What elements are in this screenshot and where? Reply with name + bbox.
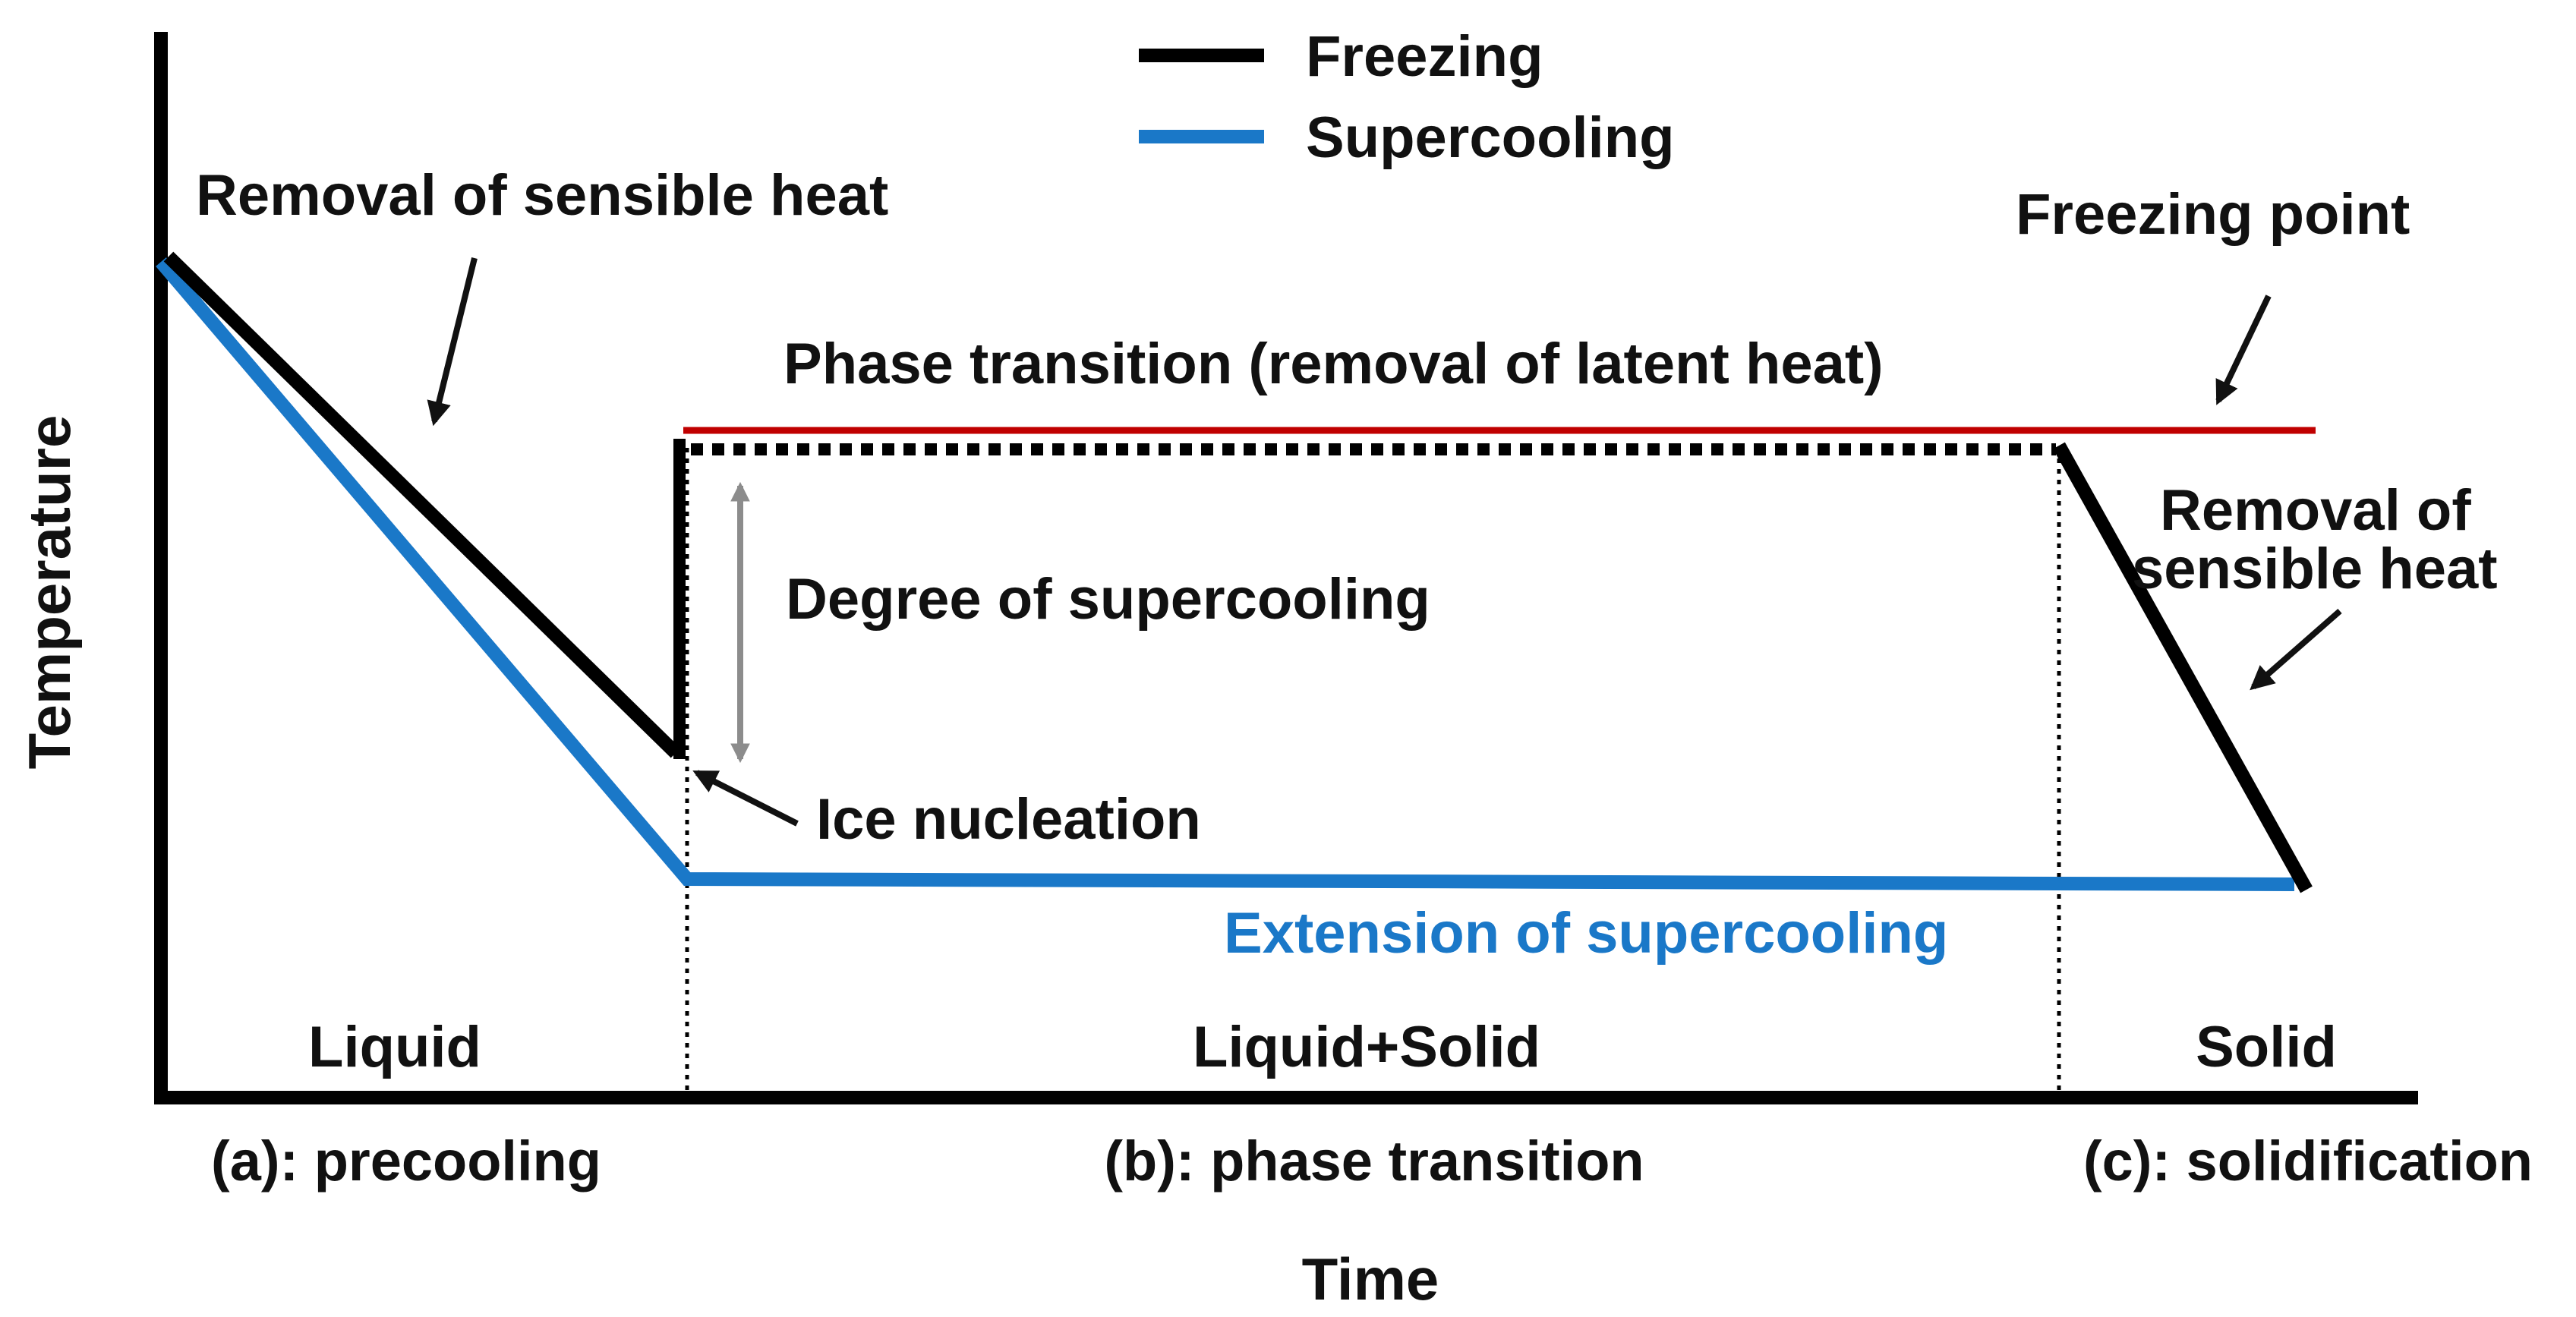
arrow-freezing-point [2215,295,2272,405]
region-label-liquid: Liquid [308,1015,481,1079]
arrow-ice-nucleation [692,770,799,827]
region-label-solid: Solid [2196,1015,2337,1079]
legend: Freezing Supercooling [1139,24,1675,170]
legend-label-supercooling: Supercooling [1306,106,1675,170]
y-axis-label: Temperature [16,415,83,770]
stage-label-c: (c): solidification [2083,1130,2533,1193]
label-extension-of-supercooling: Extension of supercooling [1224,901,1948,966]
freezing-curve-precooling [163,251,681,758]
label-removal-sensible-heat-top: Removal of sensible heat [196,163,888,228]
label-phase-transition: Phase transition (removal of latent heat… [784,332,1884,396]
label-removal-sensible-heat-right-line1: Removal of [2160,478,2471,543]
stage-label-b: (b): phase transition [1104,1130,1644,1193]
label-ice-nucleation: Ice nucleation [816,787,1201,852]
arrow-removal-sensible-heat-right [2250,608,2342,691]
label-freezing-point: Freezing point [2016,182,2410,247]
legend-label-freezing: Freezing [1306,24,1543,89]
label-degree-of-supercooling: Degree of supercooling [786,567,1430,632]
freezing-curve-solidification [2053,442,2313,893]
x-axis-label: Time [1302,1246,1439,1312]
label-removal-sensible-heat-right-line2: sensible heat [2132,537,2498,601]
stage-label-a: (a): precooling [211,1130,601,1193]
supercooling-curve [156,257,2295,891]
region-label-liquid-solid: Liquid+Solid [1193,1015,1540,1079]
arrow-removal-sensible-heat-top [427,257,478,427]
